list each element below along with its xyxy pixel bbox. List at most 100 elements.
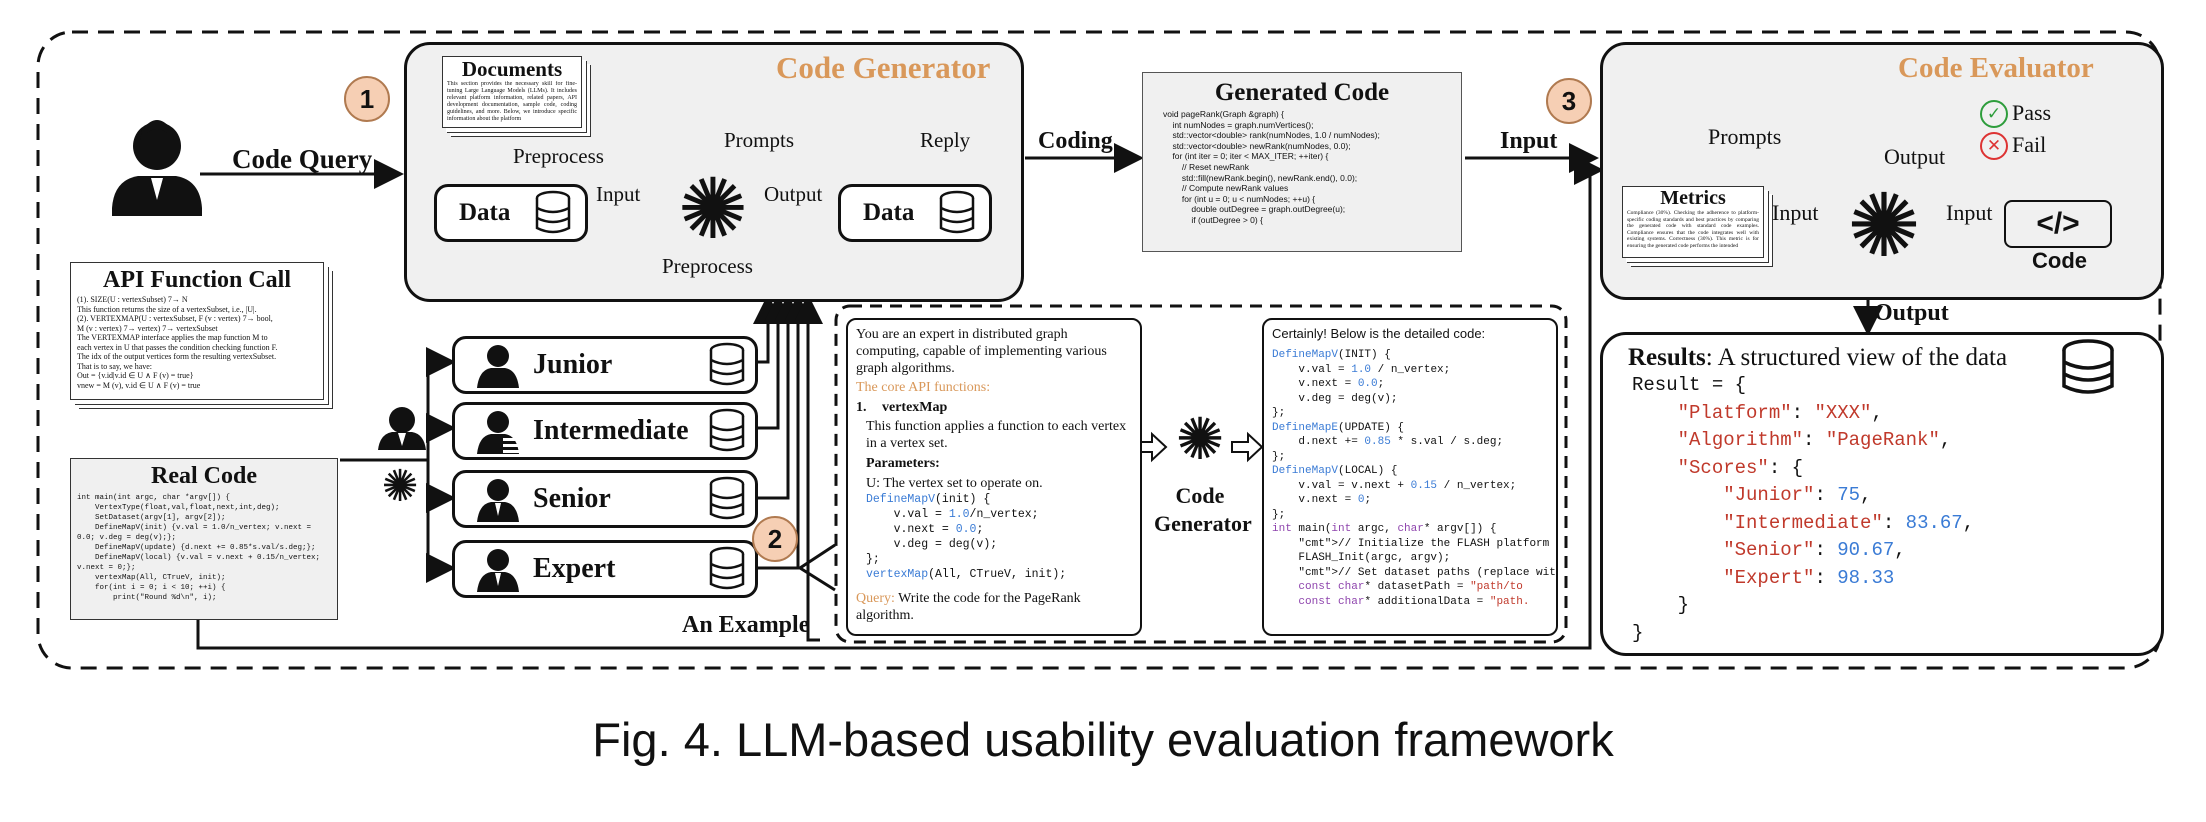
api-line: The idx of the output vertices form the … [77, 352, 277, 361]
real-code-line: vertexMap(All, CTrueV, init); [77, 574, 226, 582]
results-line: } [1632, 621, 1644, 644]
level-label: Junior [533, 349, 613, 380]
marker-two: 2 [752, 516, 798, 562]
marker-one: 1 [344, 76, 390, 122]
answer-code-line: "cmt">// Set dataset paths (replace with [1298, 566, 1558, 579]
example-code-line: v.deg = deg(v); [866, 538, 998, 551]
real-code-line: for(int i = 0; i < 10; ++i) { [77, 584, 226, 592]
generated-code-line: // Compute newRank values [1163, 183, 1289, 194]
level-intermediate: Intermediate [452, 402, 758, 460]
answer-code-line: v.val = 1.0 / n_vertex; [1272, 363, 1451, 376]
generated-code-line: std::fill(newRank.begin(), newRank.end()… [1163, 172, 1358, 183]
example-code-line: }; [866, 553, 880, 566]
code-bracket-icon: </> [2004, 200, 2112, 248]
query-label: Query: [856, 591, 895, 606]
database-icon [709, 476, 745, 520]
results-title: Results: A structured view of the data [1628, 344, 2007, 372]
results-title-rest: : A structured view of the data [1705, 344, 2008, 371]
coding-label: Coding [1038, 128, 1113, 154]
answer-code-line: DefineMapV(LOCAL) { [1272, 465, 1398, 477]
user-icon [112, 120, 202, 216]
figure-caption: Fig. 4. LLM-based usability evaluation f… [592, 713, 1614, 766]
level-label: Expert [533, 553, 616, 584]
real-code-body: int main(int argc, char *argv[]) { Verte… [77, 493, 335, 603]
level-person-icon [477, 411, 521, 454]
query-text: Write the code for the PageRank algorith… [856, 591, 1081, 623]
selector-openai-icon: ✺ [381, 462, 419, 511]
answer-code-block: DefineMapV(INIT) { v.val = 1.0 / n_verte… [1272, 348, 1558, 609]
results-title-bold: Results [1628, 344, 1706, 371]
database-icon [709, 342, 745, 386]
level-junior: Junior [452, 336, 758, 394]
evaluator-prompts-label: Prompts [1708, 124, 1782, 149]
answer-code-line: d.next += 0.85 * s.val / s.deg; [1272, 436, 1504, 448]
documents-doc: Documents This section provides the nece… [442, 56, 582, 128]
generated-code-line: std::vector<double> newRank(numNodes, 0.… [1163, 140, 1351, 151]
code-evaluator-title: Code Evaluator [1898, 52, 2094, 84]
example-openai-icon: ✺ [1175, 407, 1225, 472]
example-generator-label: Code Generator [1154, 483, 1252, 536]
api-line: This function returns the size of a vert… [77, 304, 257, 314]
documents-body: This section provides the necessary skil… [447, 81, 577, 122]
example-code-line: v.val = 1.0/n_vertex; [866, 508, 1039, 521]
database-icon [939, 190, 975, 234]
database-icon [535, 190, 571, 234]
query-line: Query: Write the code for the PageRank a… [856, 590, 1134, 624]
database-icon [709, 408, 745, 452]
metrics-title: Metrics [1660, 187, 1726, 209]
code-query-label: Code Query [232, 144, 373, 174]
answer-code-line: }; [1272, 407, 1286, 419]
generated-code-line: // Reset newRank [1163, 161, 1249, 172]
data-right-label: Data [863, 199, 915, 226]
results-database-icon [2062, 339, 2114, 394]
level-person-icon [477, 549, 519, 592]
answer-intro: Certainly! Below is the detailed code: [1272, 326, 1486, 341]
level-person-icon [477, 479, 519, 522]
generated-code-body: void pageRank(Graph &graph) { int numNod… [1163, 109, 1380, 226]
api-line: vnew = M (v), v.id ∈ U ∧ F (v) = true [77, 380, 201, 390]
results-line: } [1632, 594, 1690, 616]
api-line: That is to say, we have: [77, 361, 153, 371]
prompts-label: Prompts [724, 128, 795, 152]
pass-label: Pass [2012, 100, 2052, 125]
answer-code-line: const char* datasetPath = "path/to [1298, 581, 1523, 593]
results-line: Result = { [1632, 374, 1747, 396]
evaluator-output-label: Output [1884, 144, 1946, 169]
data-left-label: Data [459, 199, 511, 226]
metrics-body: Compliance (30%). Checking the adherence… [1627, 210, 1759, 249]
generated-code-title: Generated Code [1214, 79, 1390, 106]
answer-code-line: DefineMapE(UPDATE) { [1272, 421, 1405, 434]
reply-label: Reply [920, 128, 971, 152]
pass-check-icon: ✓ [1980, 100, 2008, 128]
generated-code-doc: Generated Code void pageRank(Graph &grap… [1142, 72, 1462, 252]
answer-code-line: v.next = 0.0; [1272, 378, 1385, 390]
example-prompt-panel: You are an expert in distributed graph c… [846, 318, 1142, 636]
marker-three: 3 [1546, 78, 1592, 124]
data-left-node: Data [434, 184, 588, 242]
generated-code-line: for (int u = 0; u < numNodes; ++u) { [1163, 193, 1316, 204]
real-code-line: DefineMapV(local) {v.val = v.next + 0.15… [77, 554, 321, 562]
real-code-line: int main(int argc, char *argv[]) { [77, 494, 231, 502]
prompt-intro: You are an expert in distributed graph c… [856, 327, 1107, 376]
results-line: "Senior": 90.67, [1723, 539, 1906, 561]
params-text: U: The vertex set to operate on. [866, 476, 1043, 491]
level-label: Senior [533, 483, 611, 514]
code-label: Code [2032, 248, 2087, 273]
input-to-evaluator-label: Input [1500, 128, 1558, 154]
generated-code-line: std::vector<double> rank(numNodes, 1.0 /… [1163, 130, 1380, 141]
answer-code-line: "cmt">// Initialize the FLASH platform [1298, 537, 1550, 550]
real-code-line: v.next = 0;}; [77, 564, 136, 572]
generated-code-line: double outDegree = graph.outDegree(u); [1163, 204, 1346, 215]
example-code-line: vertexMap(All, CTrueV, init); [866, 568, 1067, 581]
metrics-doc: Metrics Compliance (30%). Checking the a… [1622, 186, 1764, 258]
example-answer-panel: Certainly! Below is the detailed code: D… [1262, 318, 1558, 636]
openai-logo-icon: ✺ [677, 162, 749, 256]
real-code-line: DefineMapV(init) {v.val = 1.0/n_vertex; … [77, 524, 312, 532]
real-code-title: Real Code [151, 463, 257, 489]
generated-code-line: if (outDegree > 0) { [1163, 214, 1263, 225]
example-code-line: DefineMapV(init) { [866, 493, 991, 506]
level-person-icon [477, 345, 519, 388]
example-code-block: DefineMapV(init) { v.val = 1.0/n_vertex;… [866, 492, 1066, 582]
real-code-line: VertexType(float,val,float,next,int,deg)… [77, 504, 280, 512]
